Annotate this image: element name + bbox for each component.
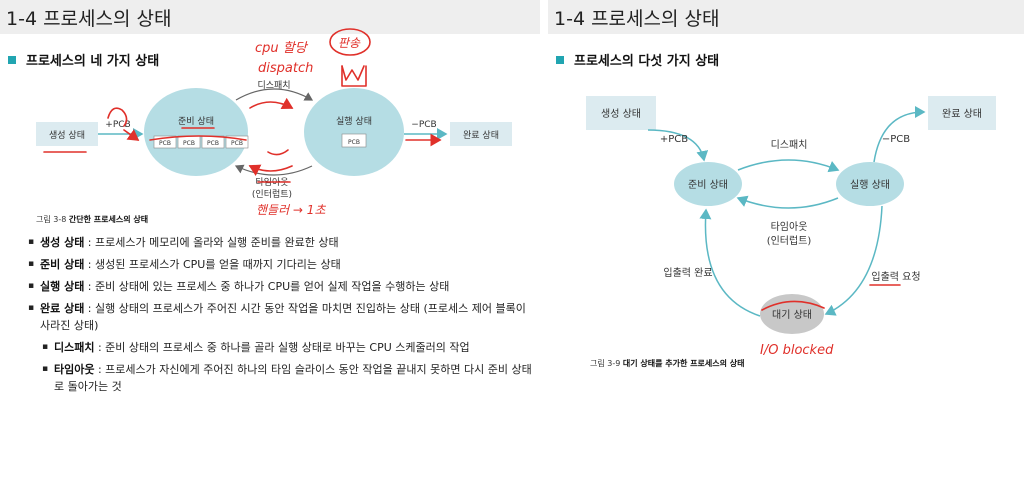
pcb-label: PCB bbox=[207, 140, 219, 147]
timeout-label: 타임아웃 bbox=[771, 220, 808, 233]
bullet-desc: : 생성된 프로세스가 CPU를 얻을 때까지 기다리는 상태 bbox=[84, 258, 341, 271]
dispatch-arrow bbox=[235, 88, 314, 101]
done-state-label: 완료 상태 bbox=[463, 130, 499, 141]
bullet-term: 준비 상태 bbox=[40, 258, 85, 271]
bullet-term: 타임아웃 bbox=[54, 363, 95, 376]
bullet-desc: : 실행 상태의 프로세스가 주어진 시간 동안 작업을 마치면 진입하는 상태… bbox=[40, 302, 526, 332]
plus-pcb-label: +PCB bbox=[105, 120, 130, 130]
four-state-diagram: 생성 상태 +PCB 준비 상태 PCB PCB PCB PCB 실행 상태 P… bbox=[36, 28, 512, 217]
definitions-list: 생성 상태 : 프로세스가 메모리에 올라와 실행 준비를 완료한 상태 준비 … bbox=[28, 234, 536, 400]
list-item: 타임아웃 : 프로세스가 자신에게 주어진 하나의 타임 슬라이스 동안 작업을… bbox=[28, 361, 536, 395]
minus-pcb-label: −PCB bbox=[411, 120, 436, 130]
running-state-circle bbox=[836, 162, 904, 206]
io-done-arrow bbox=[699, 208, 761, 317]
running-state-circle bbox=[304, 88, 404, 176]
list-item: 준비 상태 : 생성된 프로세스가 CPU를 얻을 때까지 기다리는 상태 bbox=[28, 256, 536, 273]
handwritten-pcb-arrow bbox=[149, 135, 247, 141]
running-state-label: 실행 상태 bbox=[850, 179, 890, 191]
done-state-box bbox=[450, 122, 512, 146]
caption-number: 그림 3-8 bbox=[36, 215, 67, 224]
handwritten-underline bbox=[761, 300, 825, 311]
bullet-desc: : 준비 상태에 있는 프로세스 중 하나가 CPU를 얻어 실제 작업을 수행… bbox=[84, 280, 450, 293]
slide-title: 1-4 프로세스의 상태 bbox=[554, 8, 720, 30]
created-state-box bbox=[586, 96, 656, 130]
caption-text: 대기 상태를 추가한 프로세스의 상태 bbox=[622, 359, 745, 368]
section-heading: 프로세스의 다섯 가지 상태 bbox=[574, 54, 720, 69]
plus-pcb-label: +PCB bbox=[660, 134, 688, 145]
dispatch-label: 디스패치 bbox=[257, 79, 290, 91]
caption-number: 그림 3-9 bbox=[590, 359, 621, 368]
list-item: 디스패치 : 준비 상태의 프로세스 중 하나를 골라 실행 상태로 바꾸는 C… bbox=[28, 339, 536, 356]
bullet-term: 생성 상태 bbox=[40, 236, 85, 249]
caption-text: 간단한 프로세스의 상태 bbox=[68, 215, 149, 224]
figure-caption: 그림 3-9 대기 상태를 추가한 프로세스의 상태 bbox=[590, 358, 744, 369]
io-request-arrow bbox=[824, 205, 883, 316]
slide-title: 1-4 프로세스의 상태 bbox=[6, 8, 172, 30]
bullet-desc: : 프로세스가 자신에게 주어진 하나의 타임 슬라이스 동안 작업을 끝내지 … bbox=[54, 363, 532, 393]
pcb-running-item bbox=[341, 133, 367, 148]
slide-five-states: 1-4 프로세스의 상태 프로세스의 다섯 가지 상태 생성 상태 완료 상태 … bbox=[548, 0, 1024, 493]
minus-pcb-label: −PCB bbox=[882, 134, 910, 145]
section-heading: 프로세스의 네 가지 상태 bbox=[26, 54, 160, 69]
interrupt-label: (인터럽트) bbox=[767, 235, 812, 247]
pcb-label: PCB bbox=[231, 140, 243, 147]
handwritten-verdict: 판송 bbox=[338, 36, 361, 50]
io-done-label: 입출력 완료 bbox=[663, 266, 712, 279]
running-to-done-arrow bbox=[873, 106, 926, 163]
handwritten-loop bbox=[107, 107, 128, 127]
handwritten-io-blocked: I/O blocked bbox=[760, 343, 834, 358]
created-state-label: 생성 상태 bbox=[601, 108, 641, 120]
timeout-arrow bbox=[234, 164, 313, 176]
waiting-state-label: 대기 상태 bbox=[772, 309, 812, 321]
title-bar: 1-4 프로세스의 상태 bbox=[548, 0, 1024, 34]
list-item: 실행 상태 : 준비 상태에 있는 프로세스 중 하나가 CPU를 얻어 실제 … bbox=[28, 278, 536, 295]
interrupt-label: (인터럽트) bbox=[252, 189, 292, 200]
section-marker bbox=[8, 56, 16, 64]
pcb-label: PCB bbox=[159, 140, 171, 147]
bullet-term: 완료 상태 bbox=[40, 302, 85, 315]
dispatch-arrow bbox=[737, 159, 840, 173]
ready-state-circle bbox=[144, 88, 248, 176]
figure-caption: 그림 3-8 간단한 프로세스의 상태 bbox=[36, 214, 148, 225]
running-state-label: 실행 상태 bbox=[336, 115, 372, 127]
handwritten-curve bbox=[267, 149, 289, 156]
handwritten-cup bbox=[341, 65, 367, 87]
done-state-label: 완료 상태 bbox=[942, 108, 982, 120]
created-state-box bbox=[36, 122, 98, 146]
section-marker bbox=[556, 56, 564, 64]
pcb-label: PCB bbox=[183, 140, 195, 147]
dispatch-label: 디스패치 bbox=[771, 139, 808, 151]
slide-four-states: 1-4 프로세스의 상태 프로세스의 네 가지 상태 생성 상태 +PCB 준비… bbox=[0, 0, 540, 493]
handwritten-cpu-alloc: cpu 할당 bbox=[255, 41, 309, 56]
pcb-label: PCB bbox=[348, 139, 360, 146]
list-item: 생성 상태 : 프로세스가 메모리에 올라와 실행 준비를 완료한 상태 bbox=[28, 234, 536, 251]
slide-divider bbox=[540, 0, 548, 493]
handwritten-timeout-arrow bbox=[248, 164, 293, 177]
five-state-diagram: 생성 상태 완료 상태 준비 상태 실행 상태 대기 상태 +PCB −PCB … bbox=[586, 96, 996, 358]
io-request-label: 입출력 요청 bbox=[871, 270, 920, 283]
list-item: 완료 상태 : 실행 상태의 프로세스가 주어진 시간 동안 작업을 마치면 진… bbox=[28, 300, 536, 334]
created-state-label: 생성 상태 bbox=[49, 130, 85, 141]
handwritten-dispatch-arrow bbox=[249, 97, 294, 110]
handwritten-arrow bbox=[123, 129, 140, 141]
handwritten-circle bbox=[329, 28, 371, 56]
bullet-desc: : 준비 상태의 프로세스 중 하나를 골라 실행 상태로 바꾸는 CPU 스케… bbox=[94, 341, 470, 354]
timeout-arrow bbox=[736, 195, 839, 209]
created-to-ready-arrow bbox=[647, 129, 709, 162]
bullet-term: 실행 상태 bbox=[40, 280, 85, 293]
handwritten-handler: 핸들러 → 1초 bbox=[256, 203, 326, 217]
handwritten-dispatch: dispatch bbox=[258, 61, 313, 76]
done-state-box bbox=[928, 96, 996, 130]
title-bar: 1-4 프로세스의 상태 bbox=[0, 0, 540, 34]
handwritten-crown bbox=[341, 65, 365, 81]
bullet-desc: : 프로세스가 메모리에 올라와 실행 준비를 완료한 상태 bbox=[84, 236, 339, 249]
ready-state-label: 준비 상태 bbox=[688, 179, 728, 191]
ready-state-circle bbox=[674, 162, 742, 206]
ready-state-label: 준비 상태 bbox=[178, 116, 214, 127]
bullet-term: 디스패치 bbox=[54, 341, 95, 354]
